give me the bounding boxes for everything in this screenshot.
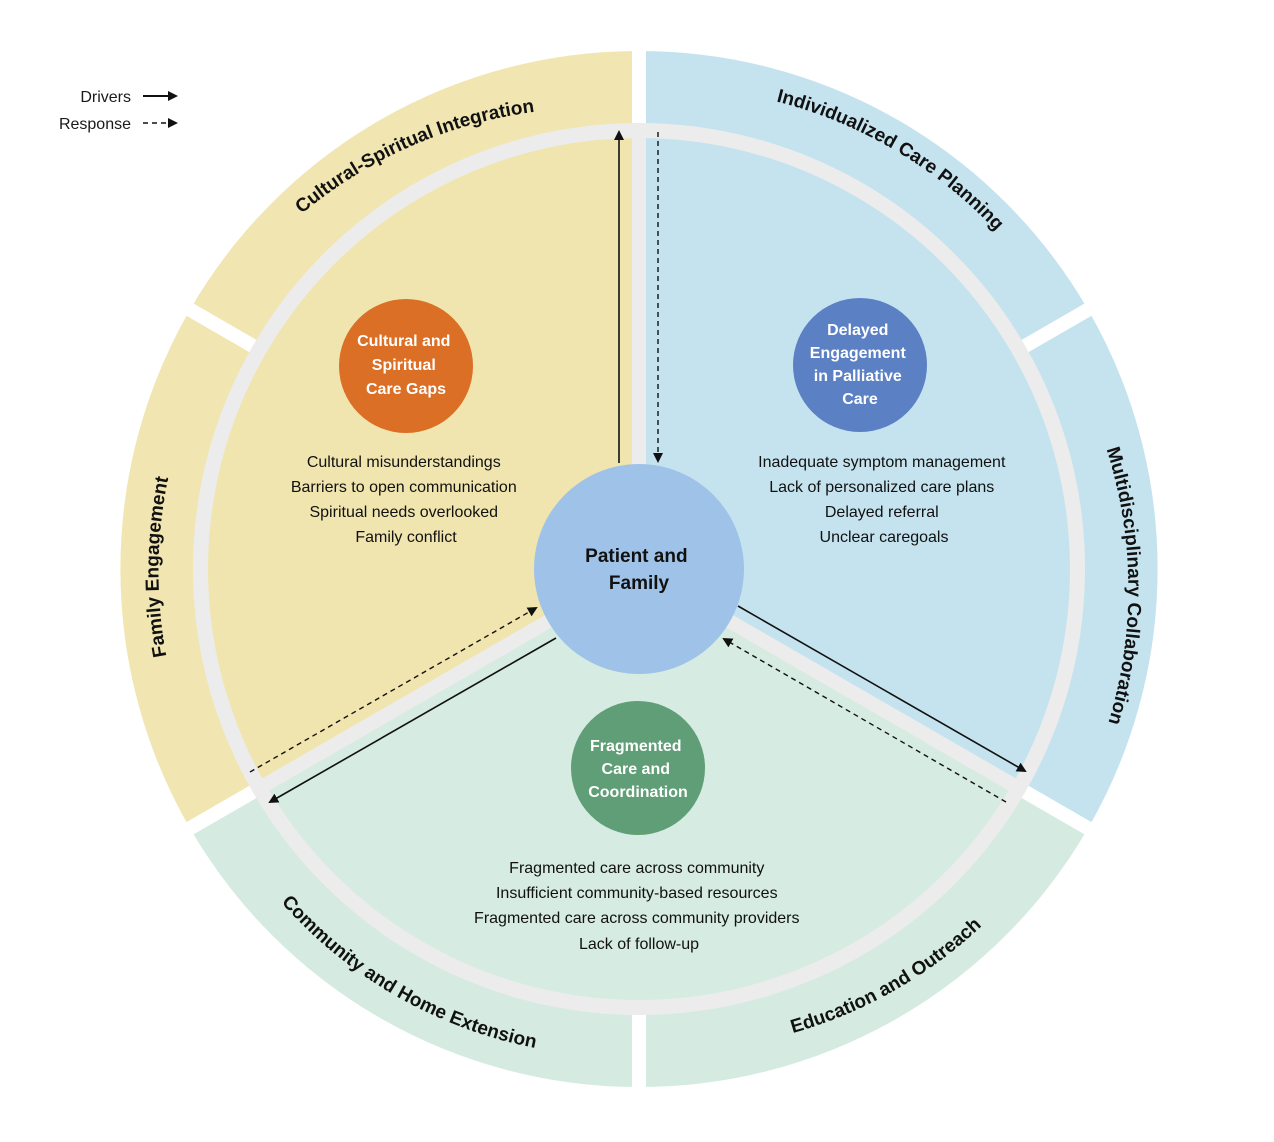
center-label: Patient and Family	[585, 546, 693, 594]
list-cultural: Cultural misunderstandings Barriers to o…	[291, 454, 521, 546]
list-item: Unclear caregoals	[820, 529, 949, 546]
list-item: Insufficient community-based resources	[496, 885, 778, 902]
response-arrow-right	[722, 637, 1007, 803]
bubble-delayed-label: Delayed Engagement in Palliative Care	[810, 322, 910, 408]
list-item: Lack of follow-up	[579, 936, 699, 953]
legend-response-label: Response	[59, 116, 131, 133]
list-item: Fragmented care across community	[509, 860, 764, 877]
driver-arrow-left	[268, 637, 557, 803]
bubble-fragmented-label: Fragmented Care and Coordination	[588, 738, 688, 801]
bubble-fragmented-care	[571, 701, 705, 835]
legend: Drivers Response	[59, 89, 178, 133]
bubble-cultural-care-gaps	[339, 299, 473, 433]
list-item: Family conflict	[355, 529, 457, 546]
list-delayed: Inadequate symptom management Lack of pe…	[758, 454, 1010, 546]
list-item: Delayed referral	[825, 504, 939, 521]
response-arrow-left	[249, 607, 538, 773]
list-item: Inadequate symptom management	[758, 454, 1006, 471]
inner-sector-delayed	[632, 123, 1084, 798]
list-item: Spiritual needs overlooked	[309, 504, 498, 521]
center-circle	[534, 464, 744, 674]
list-item: Fragmented care across community provide…	[474, 910, 799, 927]
driver-arrow-right	[737, 605, 1027, 772]
bubble-cultural-label: Cultural and Spiritual Care Gaps	[357, 333, 455, 398]
legend-drivers-label: Drivers	[80, 89, 131, 106]
flow-arrows	[249, 130, 1027, 803]
list-fragmented: Fragmented care across community Insuffi…	[474, 860, 804, 953]
bubble-delayed-engagement	[793, 298, 927, 432]
list-item: Barriers to open communication	[291, 479, 517, 496]
list-item: Cultural misunderstandings	[307, 454, 501, 471]
inner-sector-cultural	[194, 123, 646, 798]
list-item: Lack of personalized care plans	[769, 479, 994, 496]
